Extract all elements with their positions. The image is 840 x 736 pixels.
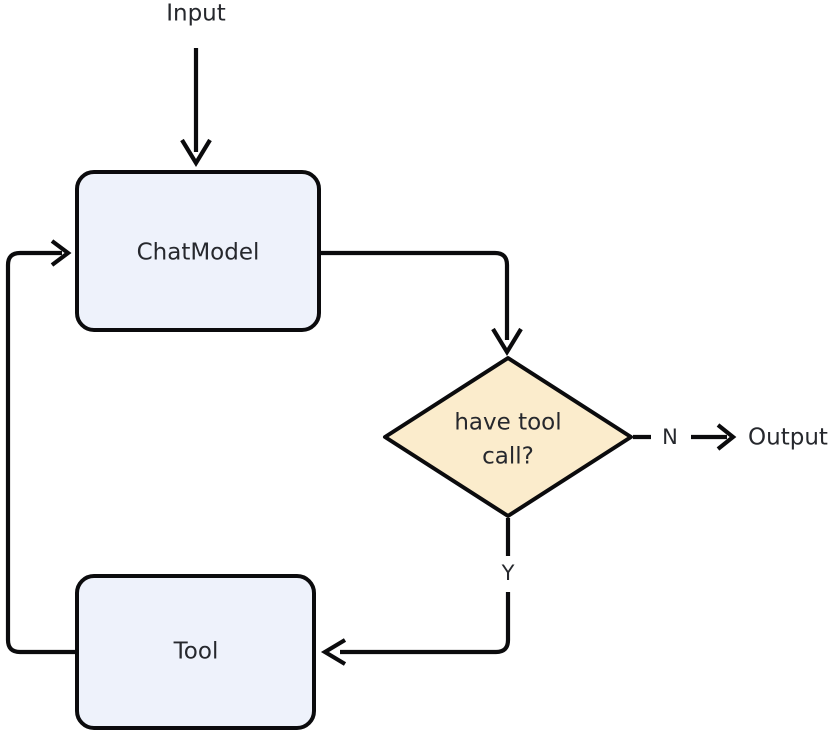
- node-tool[interactable]: Tool: [75, 574, 316, 730]
- edge-line: [340, 592, 511, 655]
- decision-diamond[interactable]: [383, 356, 633, 518]
- arrowhead-down-icon: [491, 327, 523, 357]
- arrowhead-right-icon: [50, 239, 72, 267]
- arrowhead-down-icon: [180, 138, 212, 168]
- output-label: Output: [748, 425, 828, 451]
- decision-label-line2: call?: [482, 444, 534, 470]
- tool-label: Tool: [173, 639, 219, 665]
- node-input: Input: [166, 1, 226, 27]
- arrowhead-left-icon: [320, 638, 347, 666]
- branch-label-no: N: [662, 425, 678, 449]
- node-decision-have-tool-call[interactable]: have tool call?: [383, 356, 633, 518]
- edge-decision-to-output: N Output: [633, 423, 828, 451]
- branch-label-yes: Y: [501, 561, 515, 585]
- input-label: Input: [166, 1, 226, 27]
- edge-tool-to-chatmodel: [5, 239, 77, 655]
- edge-chatmodel-to-decision: [319, 250, 523, 357]
- edge-decision-to-tool: Y: [320, 518, 515, 666]
- chatmodel-label: ChatModel: [137, 240, 260, 266]
- edge-line: [319, 250, 510, 340]
- edge-line: [5, 250, 77, 655]
- arrowhead-right-icon: [716, 423, 737, 451]
- edge-input-to-chatmodel: [180, 48, 212, 168]
- node-chatmodel[interactable]: ChatModel: [75, 170, 321, 332]
- decision-label-line1: have tool: [454, 410, 561, 436]
